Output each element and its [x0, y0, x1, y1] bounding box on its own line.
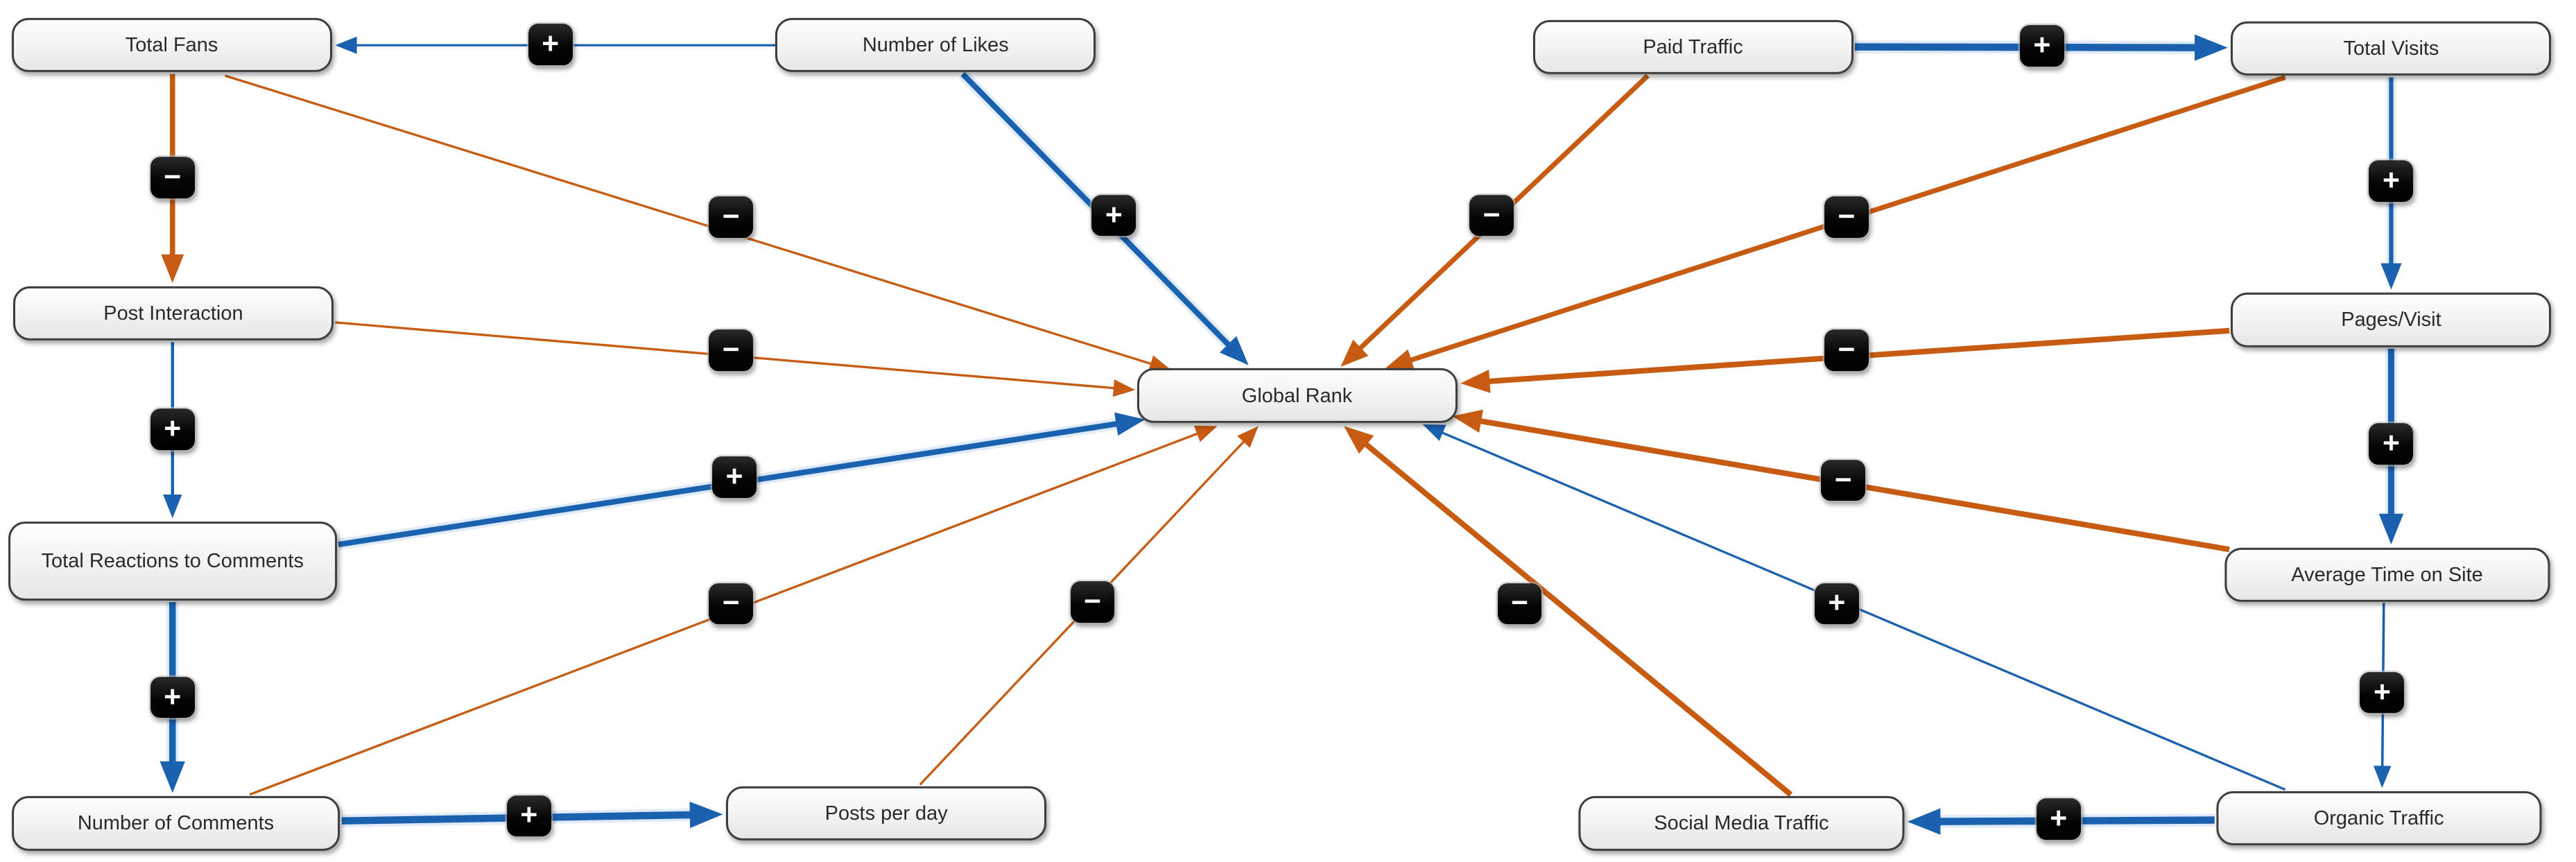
edge-sign-badge-organic-traffic-to-global-rank: + [1814, 583, 1859, 625]
node-number-of-comments-label: Number of Comments [77, 812, 275, 835]
edge-line-total-fans-to-global-rank [225, 74, 1159, 368]
edge-arrowhead-post-interaction-to-total-reactions [163, 494, 182, 519]
edge-arrowhead-total-fans-to-post-interaction [161, 254, 184, 284]
node-number-of-likes-label: Number of Likes [862, 34, 1009, 57]
edge-sign-badge-post-interaction-to-global-rank: − [709, 329, 754, 372]
node-average-time-on-site[interactable]: Average Time on Site [2224, 547, 2550, 603]
edge-arrowhead-social-media-traffic-to-global-rank [1344, 426, 1374, 454]
node-social-media-traffic[interactable]: Social Media Traffic [1578, 796, 1904, 851]
node-pages-visit-label: Pages/Visit [2341, 309, 2441, 331]
node-total-fans[interactable]: Total Fans [11, 18, 332, 73]
edge-sign-badge-number-of-comments-to-global-rank: − [709, 583, 754, 625]
node-pages-visit[interactable]: Pages/Visit [2231, 293, 2552, 347]
node-global-rank-label: Global Rank [1241, 384, 1353, 407]
node-posts-per-day[interactable]: Posts per day [726, 786, 1047, 841]
edge-sign-badge-posts-per-day-to-global-rank: − [1070, 581, 1115, 623]
edge-arrowhead-organic-traffic-to-global-rank [1422, 424, 1446, 441]
edge-arrowhead-organic-traffic-to-social-media-traffic [1907, 808, 1941, 835]
edge-arrowhead-number-of-comments-to-posts-per-day [689, 801, 723, 829]
edge-sign-badge-social-media-traffic-to-global-rank: − [1497, 583, 1542, 625]
node-post-interaction[interactable]: Post Interaction [12, 286, 334, 341]
edge-sign-badge-paid-traffic-to-total-visits: + [2020, 25, 2064, 67]
node-total-reactions-to-comments-label: Total Reactions to Comments [41, 549, 304, 572]
node-paid-traffic[interactable]: Paid Traffic [1532, 19, 1853, 74]
edge-sign-badge-paid-traffic-to-global-rank: − [1469, 194, 1514, 236]
edge-arrowhead-number-of-comments-to-global-rank [1193, 425, 1218, 442]
edge-sign-badge-total-fans-to-post-interaction: − [150, 157, 195, 199]
edge-sign-badge-organic-traffic-to-social-media-traffic: + [2036, 798, 2081, 841]
edge-arrowhead-average-time-on-site-to-organic-traffic [2373, 766, 2392, 788]
node-average-time-on-site-label: Average Time on Site [2291, 563, 2483, 586]
edge-sign-badge-total-fans-to-global-rank: − [709, 196, 754, 238]
node-number-of-likes[interactable]: Number of Likes [775, 18, 1096, 73]
edge-arrowhead-paid-traffic-to-total-visits [2195, 34, 2228, 61]
edge-sign-badge-number-of-likes-to-global-rank: + [1091, 194, 1136, 236]
node-global-rank[interactable]: Global Rank [1136, 368, 1458, 423]
node-post-interaction-label: Post Interaction [103, 302, 243, 325]
edge-sign-badge-number-of-likes-to-total-fans: + [528, 24, 573, 65]
edge-arrowhead-number-of-likes-to-global-rank [1219, 336, 1249, 365]
edge-arrowhead-total-visits-to-pages-visit [2380, 263, 2402, 290]
node-total-reactions-to-comments[interactable]: Total Reactions to Comments [8, 521, 337, 601]
node-organic-traffic-label: Organic Traffic [2313, 807, 2444, 830]
edge-arrowhead-pages-visit-to-average-time-on-site [2378, 513, 2404, 545]
edge-sign-badge-total-reactions-to-global-rank: + [712, 456, 757, 498]
edge-sign-badge-average-time-on-site-to-global-rank: − [1821, 459, 1866, 501]
edge-arrowhead-average-time-on-site-to-global-rank [1452, 409, 1483, 433]
node-total-visits[interactable]: Total Visits [2231, 21, 2552, 76]
edge-sign-badge-post-interaction-to-total-reactions: + [150, 408, 195, 450]
edge-sign-badge-average-time-on-site-to-organic-traffic: + [2360, 671, 2405, 714]
edge-sign-badge-pages-visit-to-average-time-on-site: + [2369, 423, 2414, 465]
node-social-media-traffic-label: Social Media Traffic [1654, 812, 1829, 835]
edge-line-social-media-traffic-to-global-rank [1356, 435, 1793, 797]
node-organic-traffic[interactable]: Organic Traffic [2216, 791, 2542, 846]
edge-arrowhead-total-reactions-to-number-of-comments [159, 761, 185, 793]
edge-arrowhead-post-interaction-to-global-rank [1112, 379, 1136, 397]
node-number-of-comments[interactable]: Number of Comments [11, 796, 340, 851]
edge-sign-badge-total-visits-to-global-rank: − [1824, 196, 1869, 238]
edge-sign-badge-total-reactions-to-number-of-comments: + [150, 676, 195, 718]
edge-arrowhead-number-of-likes-to-total-fans [335, 36, 357, 54]
edge-sign-badge-pages-visit-to-global-rank: − [1824, 329, 1869, 372]
edge-sign-badge-total-visits-to-pages-visit: + [2369, 160, 2414, 202]
edge-arrowhead-pages-visit-to-global-rank [1460, 369, 1491, 393]
edge-arrowhead-paid-traffic-to-global-rank [1340, 339, 1369, 367]
node-posts-per-day-label: Posts per day [824, 802, 948, 825]
node-paid-traffic-label: Paid Traffic [1643, 35, 1743, 58]
edge-arrowhead-posts-per-day-to-global-rank [1237, 426, 1259, 448]
edge-arrowhead-total-visits-to-global-rank [1385, 349, 1415, 371]
node-total-fans-label: Total Fans [125, 34, 218, 57]
edge-sign-badge-number-of-comments-to-posts-per-day: + [506, 795, 551, 837]
node-total-visits-label: Total Visits [2343, 37, 2439, 60]
